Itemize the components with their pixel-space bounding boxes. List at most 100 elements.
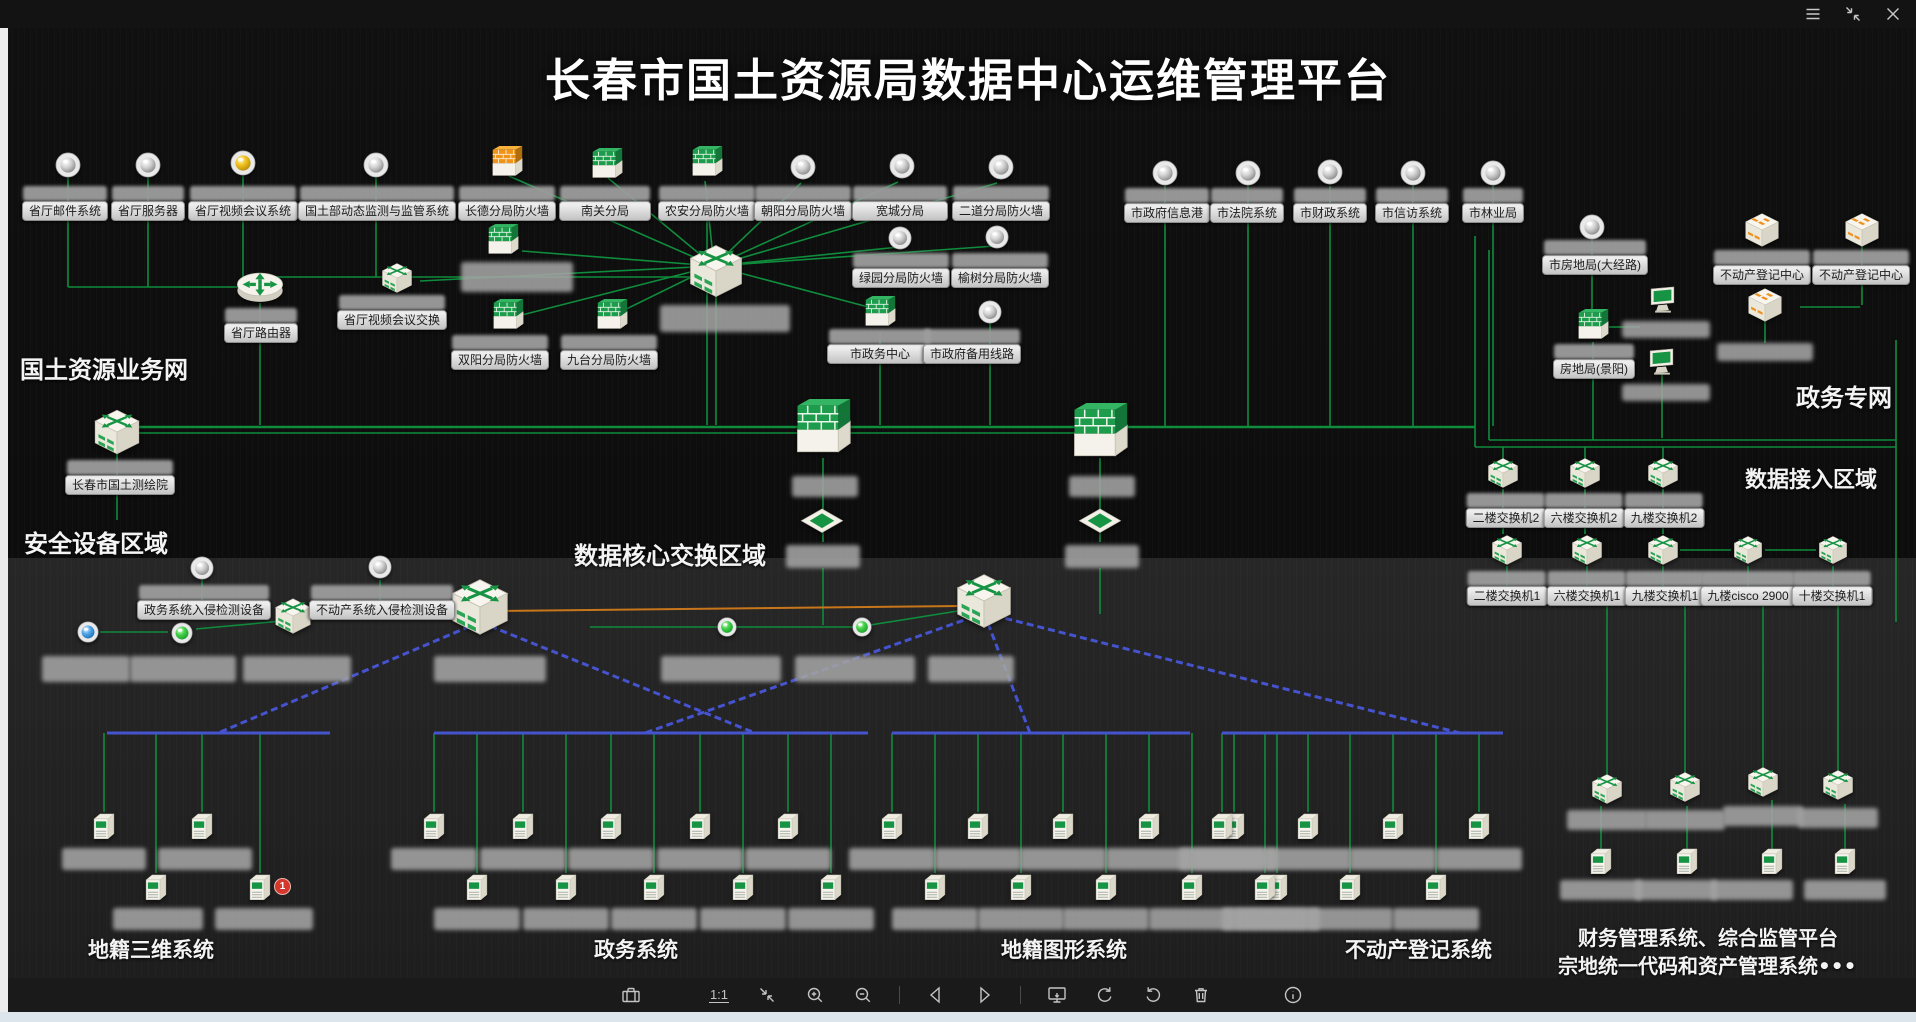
- switch-icon[interactable]: [1647, 534, 1679, 566]
- server-icon[interactable]: [1093, 873, 1119, 904]
- node-label[interactable]: 国土部动态监测与监管系统: [297, 186, 457, 221]
- switch-icon[interactable]: [274, 597, 312, 635]
- server-icon[interactable]: [1252, 873, 1278, 904]
- previous-icon[interactable]: [924, 983, 948, 1007]
- node-label[interactable]: 市林业局: [1461, 188, 1525, 223]
- node-label[interactable]: 不动产登记中心: [1811, 250, 1911, 285]
- node-label[interactable]: 省厅邮件系统: [21, 186, 109, 221]
- undo-icon[interactable]: [1093, 983, 1117, 1007]
- node-label[interactable]: 长春市国土测绘院: [64, 460, 176, 495]
- firewall-icon[interactable]: [688, 146, 726, 178]
- server-icon[interactable]: [421, 812, 447, 843]
- server-icon[interactable]: [965, 812, 991, 843]
- node-label[interactable]: 省厅路由器: [223, 308, 299, 343]
- server-icon[interactable]: [1380, 812, 1406, 843]
- switch-icon[interactable]: [381, 262, 413, 294]
- redo-icon[interactable]: [1141, 983, 1165, 1007]
- switch-icon[interactable]: [1569, 457, 1601, 489]
- status-sphere-icon[interactable]: [790, 154, 816, 180]
- node-label[interactable]: 绿园分局防火墙: [851, 253, 951, 288]
- server-icon[interactable]: [464, 873, 490, 904]
- delete-icon[interactable]: [1189, 983, 1213, 1007]
- workstation-icon[interactable]: [1647, 348, 1677, 376]
- presentation-icon[interactable]: [1045, 983, 1069, 1007]
- node-label[interactable]: 政务系统入侵检测设备: [136, 585, 272, 620]
- firewall-icon[interactable]: [593, 299, 631, 331]
- fit-view-icon[interactable]: [755, 983, 779, 1007]
- server-icon[interactable]: [641, 873, 667, 904]
- switch-icon[interactable]: [1818, 535, 1848, 565]
- switch-icon[interactable]: [1491, 534, 1523, 566]
- status-sphere-icon[interactable]: [1235, 160, 1261, 186]
- server-icon[interactable]: [922, 873, 948, 904]
- server-icon[interactable]: [1179, 873, 1205, 904]
- node-label[interactable]: 六楼交换机1: [1546, 571, 1628, 606]
- switch-icon[interactable]: [1647, 457, 1679, 489]
- node-label[interactable]: 房地局(景阳): [1553, 344, 1635, 379]
- node-label[interactable]: 省厅视频会议交换: [336, 295, 448, 330]
- firewall-icon[interactable]: [1066, 403, 1134, 461]
- firewall-icon[interactable]: [588, 148, 626, 180]
- server-icon[interactable]: [510, 812, 536, 843]
- workstation-icon[interactable]: [1648, 286, 1678, 314]
- server-icon[interactable]: [553, 873, 579, 904]
- server-icon[interactable]: [1008, 873, 1034, 904]
- node-label[interactable]: 二道分局防火墙: [951, 186, 1051, 221]
- node-label[interactable]: 长德分局防火墙: [457, 186, 557, 221]
- server-icon[interactable]: [687, 812, 713, 843]
- vpn-device-icon[interactable]: [1078, 508, 1122, 534]
- vpn-device-icon[interactable]: [800, 508, 844, 534]
- switch-icon[interactable]: [1591, 773, 1623, 805]
- node-label[interactable]: 六楼交换机2: [1543, 493, 1625, 528]
- switch-icon[interactable]: [1747, 766, 1779, 798]
- server-icon[interactable]: [247, 873, 273, 904]
- status-sphere-icon[interactable]: [717, 617, 737, 637]
- server-icon[interactable]: [1209, 812, 1235, 843]
- server-icon[interactable]: [775, 812, 801, 843]
- status-sphere-icon[interactable]: [1317, 159, 1343, 185]
- node-label[interactable]: 不动产登记中心: [1712, 250, 1812, 285]
- node-label[interactable]: 二楼交换机1: [1466, 571, 1548, 606]
- node-label[interactable]: 九楼交换机2: [1623, 493, 1705, 528]
- server-icon[interactable]: [598, 812, 624, 843]
- firewall-icon[interactable]: [488, 146, 526, 178]
- status-sphere-icon[interactable]: [190, 556, 214, 580]
- switch-icon[interactable]: [688, 243, 744, 299]
- server-icon[interactable]: [1295, 812, 1321, 843]
- server-icon[interactable]: [1588, 847, 1614, 878]
- actual-size-button[interactable]: 1:1: [707, 983, 731, 1007]
- node-label[interactable]: 市政府信息港: [1123, 188, 1211, 223]
- server-icon[interactable]: [1050, 812, 1076, 843]
- status-sphere-icon[interactable]: [889, 153, 915, 179]
- switch-icon[interactable]: [1844, 212, 1880, 248]
- server-icon[interactable]: [1337, 873, 1363, 904]
- status-sphere-icon[interactable]: [171, 622, 193, 644]
- status-sphere-icon[interactable]: [988, 154, 1014, 180]
- switch-icon[interactable]: [1747, 287, 1783, 323]
- status-sphere-icon[interactable]: [230, 150, 256, 176]
- node-label[interactable]: 市房地局(大经路): [1542, 240, 1648, 275]
- switch-icon[interactable]: [955, 572, 1013, 630]
- toolbox-button[interactable]: [619, 983, 643, 1007]
- status-sphere-icon[interactable]: [978, 300, 1002, 324]
- server-icon[interactable]: [730, 873, 756, 904]
- node-label[interactable]: 南关分局: [559, 186, 651, 221]
- menu-icon[interactable]: [1800, 3, 1826, 25]
- node-label[interactable]: 十楼交换机1: [1791, 571, 1873, 606]
- server-icon[interactable]: [1832, 847, 1858, 878]
- switch-icon[interactable]: [1669, 771, 1701, 803]
- node-label[interactable]: 省厅服务器: [110, 186, 186, 221]
- status-sphere-icon[interactable]: [888, 226, 912, 250]
- status-sphere-icon[interactable]: [77, 621, 99, 643]
- node-label[interactable]: 九台分局防火墙: [559, 335, 659, 370]
- status-sphere-icon[interactable]: [985, 225, 1009, 249]
- node-label[interactable]: 市政务中心: [827, 329, 933, 364]
- server-icon[interactable]: [1759, 847, 1785, 878]
- node-label[interactable]: 市政府备用线路: [922, 329, 1022, 364]
- server-icon[interactable]: [91, 812, 117, 843]
- switch-icon[interactable]: [1487, 457, 1519, 489]
- firewall-icon[interactable]: [789, 399, 857, 457]
- switch-icon[interactable]: [450, 577, 510, 637]
- server-icon[interactable]: [1423, 873, 1449, 904]
